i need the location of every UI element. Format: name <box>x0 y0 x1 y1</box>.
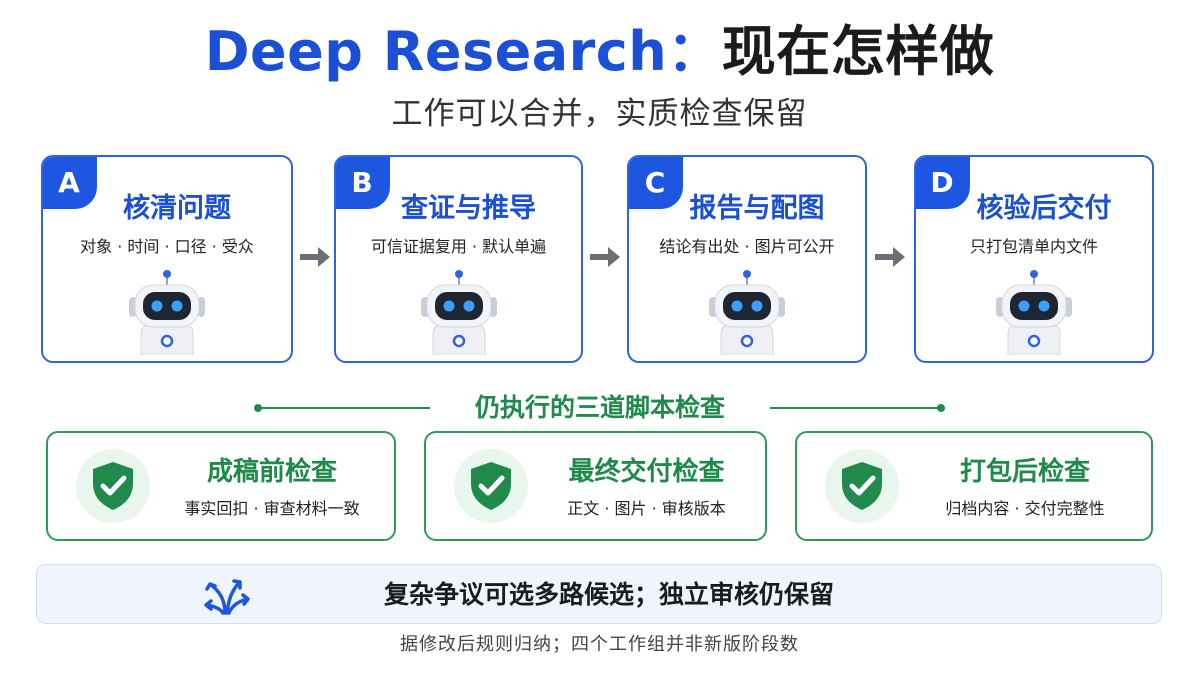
check-description: 归档内容 · 交付完整性 <box>945 499 1105 518</box>
branching-arrows-icon <box>204 579 250 615</box>
page-subtitle: 工作可以合并，实质检查保留 <box>391 96 808 132</box>
checks-section-title: 仍执行的三道脚本检查 <box>474 393 725 422</box>
robot-icon <box>709 270 785 355</box>
shield-check-icon <box>76 449 150 523</box>
robot-icon <box>420 270 497 355</box>
step-title: 核验后交付 <box>976 193 1112 224</box>
step-badge: C <box>629 157 683 209</box>
divider-line-right <box>770 407 938 409</box>
step-title: 核清问题 <box>123 193 231 224</box>
arrow-right-icon <box>875 247 905 267</box>
check-description: 正文 · 图片 · 审核版本 <box>567 499 726 518</box>
step-badge: D <box>916 157 970 209</box>
arrow-right-icon <box>300 247 330 267</box>
step-description: 只打包清单内文件 <box>969 237 1098 256</box>
check-title: 打包后检查 <box>959 457 1090 487</box>
step-card-a: A 核清问题 对象 · 时间 · 口径 · 受众 <box>41 155 293 363</box>
page-title: Deep Research：现在怎样做 <box>0 16 1199 88</box>
step-card-c: C 报告与配图 结论有出处 · 图片可公开 <box>627 155 867 363</box>
check-description: 事实回扣 · 审查材料一致 <box>184 499 360 518</box>
step-badge: B <box>336 157 390 209</box>
step-description: 结论有出处 · 图片可公开 <box>659 237 835 256</box>
robot-icon <box>996 270 1072 355</box>
step-badge: A <box>43 157 97 209</box>
arrow-right-icon <box>590 247 620 267</box>
divider-line-left <box>262 407 430 409</box>
shield-check-icon <box>825 449 899 523</box>
step-title: 报告与配图 <box>689 193 825 224</box>
divider-dot-right <box>937 404 945 412</box>
check-title: 成稿前检查 <box>206 457 337 487</box>
bottom-banner: 复杂争议可选多路候选；独立审核仍保留 <box>36 564 1162 624</box>
step-title: 查证与推导 <box>401 193 536 224</box>
title-english: Deep Research： <box>204 20 722 83</box>
banner-text: 复杂争议可选多路候选；独立审核仍保留 <box>383 580 834 609</box>
divider-dot-left <box>254 404 262 412</box>
step-card-b: B 查证与推导 可信证据复用 · 默认单遍 <box>334 155 583 363</box>
check-card-final-delivery: 最终交付检查 正文 · 图片 · 审核版本 <box>424 431 767 541</box>
step-description: 可信证据复用 · 默认单遍 <box>370 237 547 256</box>
step-description: 对象 · 时间 · 口径 · 受众 <box>80 237 254 256</box>
check-title: 最终交付检查 <box>568 457 725 487</box>
shield-check-icon <box>454 449 528 523</box>
robot-icon <box>129 270 205 355</box>
check-card-post-package: 打包后检查 归档内容 · 交付完整性 <box>795 431 1153 541</box>
title-chinese: 现在怎样做 <box>721 20 995 83</box>
check-card-pre-draft: 成稿前检查 事实回扣 · 审查材料一致 <box>46 431 396 541</box>
step-card-d: D 核验后交付 只打包清单内文件 <box>914 155 1154 363</box>
footnote: 据修改后规则归纳；四个工作组并非新版阶段数 <box>400 634 799 655</box>
